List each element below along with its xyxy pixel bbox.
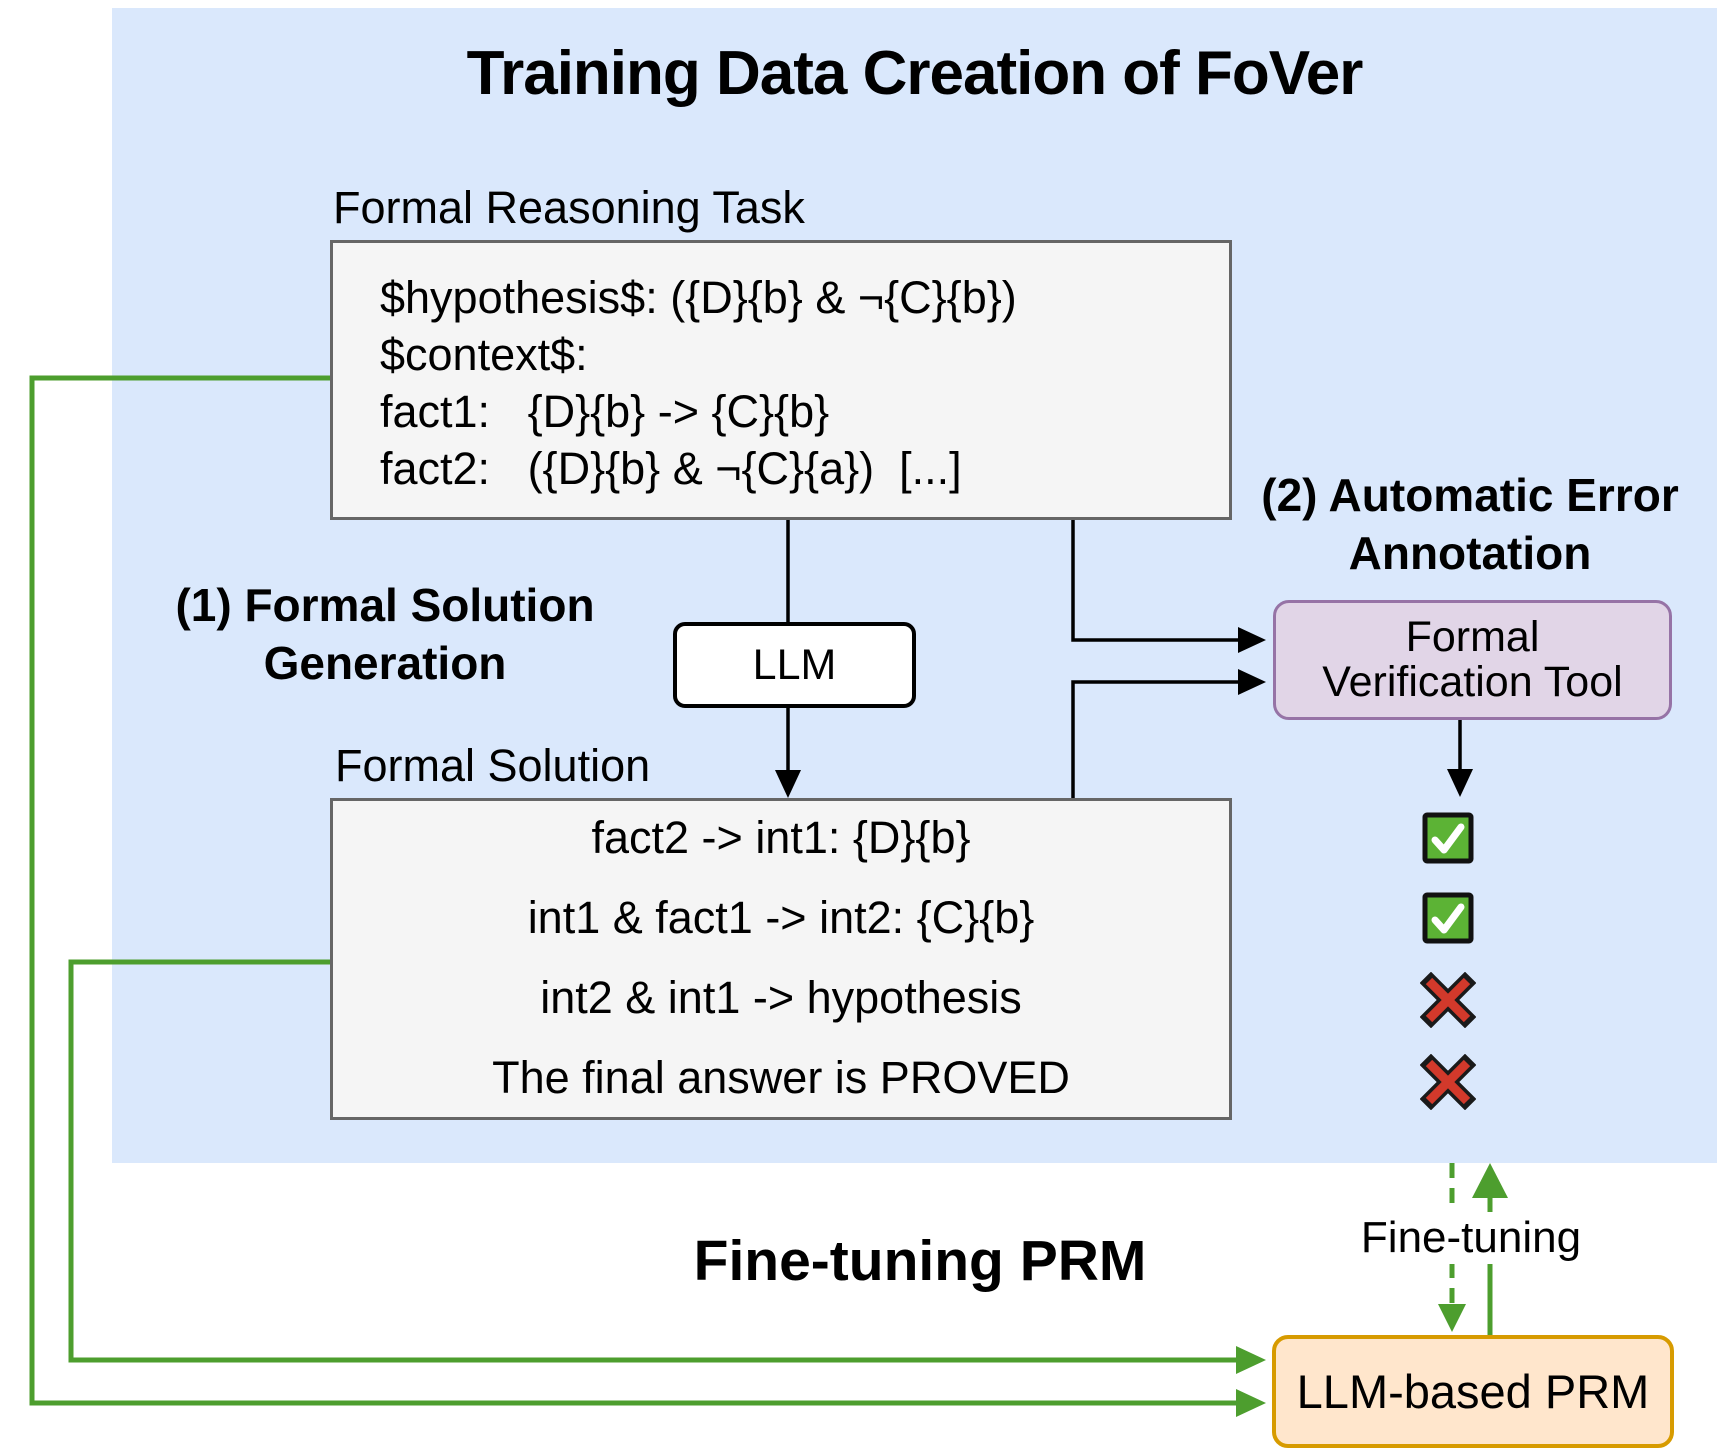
verification-result-1-check-icon	[1422, 812, 1474, 864]
task-line-fact1: fact1: {D}{b} -> {C}{b}	[380, 386, 830, 437]
arrowhead-verifier-to-results	[1447, 769, 1473, 797]
step1-line2: Generation	[263, 637, 507, 689]
arrow-task-to-prm	[29, 375, 1240, 1406]
arrow-solution-to-verifier	[1071, 680, 1240, 798]
arrow-task-to-verifier	[1071, 520, 1240, 642]
task-line-fact2: fact2: ({D}{b} & ¬{C}{a}) [...]	[380, 443, 962, 494]
task-box-label: Formal Reasoning Task	[333, 182, 805, 233]
task-line-hypothesis: $hypothesis$: ({D}{b} & ¬{C}{b})	[380, 272, 1017, 323]
step1-label: (1) Formal Solution Generation	[120, 576, 650, 692]
solution-step-2: int1 & fact1 -> int2: {C}{b}	[527, 892, 1035, 943]
solution-box-content: fact2 -> int1: {D}{b} int1 & fact1 -> in…	[330, 798, 1232, 1118]
arrowhead-task-to-prm	[1236, 1389, 1266, 1417]
verifier-line1: Formal	[1405, 613, 1540, 661]
task-line-context: $context$:	[380, 329, 588, 380]
verification-result-3-cross-icon	[1420, 972, 1476, 1028]
fine-tuning-arrow-label: Fine-tuning	[1341, 1212, 1601, 1264]
arrow-solution-to-prm	[68, 959, 1240, 1363]
step2-label: (2) Automatic Error Annotation	[1235, 466, 1705, 582]
verification-result-4-cross-icon	[1420, 1054, 1476, 1110]
arrowhead-solution-to-verifier	[1238, 669, 1266, 695]
solution-step-1: fact2 -> int1: {D}{b}	[591, 812, 971, 863]
solution-step-3: int2 & int1 -> hypothesis	[540, 972, 1022, 1023]
step2-line2: Annotation	[1348, 527, 1592, 579]
llm-node: LLM	[673, 622, 916, 708]
verifier-line2: Verification Tool	[1322, 658, 1623, 706]
llm-node-label: LLM	[752, 640, 837, 689]
formal-reasoning-task-box	[330, 240, 1232, 520]
page-title: Training Data Creation of FoVer	[466, 39, 1364, 108]
arrowhead-task-to-verifier	[1238, 627, 1266, 653]
verification-result-2-check-icon	[1422, 892, 1474, 944]
fine-tuning-prm-title: Fine-tuning PRM	[693, 1229, 1147, 1293]
formal-verification-tool-node: Formal Verification Tool	[1273, 600, 1672, 720]
solution-box-label: Formal Solution	[335, 740, 651, 791]
prm-node-label: LLM-based PRM	[1296, 1365, 1650, 1418]
arrowhead-llm-to-solution	[775, 770, 801, 798]
llm-based-prm-node: LLM-based PRM	[1272, 1335, 1674, 1448]
step1-line1: (1) Formal Solution	[175, 579, 595, 631]
formal-solution-box	[330, 798, 1232, 1120]
task-box-content: $hypothesis$: ({D}{b} & ¬{C}{b}) $contex…	[380, 269, 1017, 497]
solution-step-4: The final answer is PROVED	[492, 1052, 1070, 1103]
arrowhead-labels-to-prm	[1438, 1304, 1466, 1332]
arrowhead-prm-up	[1472, 1163, 1508, 1198]
arrowhead-solution-to-prm	[1236, 1346, 1266, 1374]
step2-line1: (2) Automatic Error	[1261, 469, 1679, 521]
